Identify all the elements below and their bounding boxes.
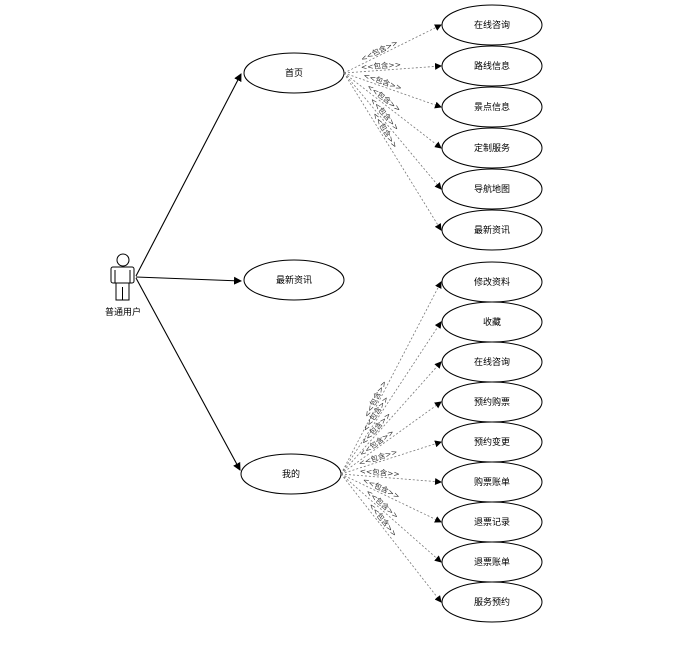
home-include-group: <<包含>>在线咨询<<包含>>路线信息<<包含>>景点信息<<包含>>定制服务… xyxy=(343,4,543,251)
actor-label: 普通用户 xyxy=(105,306,141,318)
home-include-edge xyxy=(343,72,442,149)
mine-use-case-label: 修改资料 xyxy=(474,276,510,288)
use-case-mine-label: 我的 xyxy=(282,468,300,480)
mine-include-label: <<包含>> xyxy=(359,465,400,478)
mine-use-case-label: 服务预约 xyxy=(474,596,510,608)
mine-include-edge xyxy=(340,473,442,603)
mine-include-edge xyxy=(340,440,442,475)
mine-use-case-shape xyxy=(441,581,543,623)
home-include-edge xyxy=(343,72,442,190)
mine-use-case-label: 在线咨询 xyxy=(474,356,510,368)
mine-use-case-label: 退票账单 xyxy=(474,556,510,568)
home-use-case-shape xyxy=(441,4,543,46)
use-case-home: 首页 xyxy=(243,52,345,94)
home-use-case-label: 定制服务 xyxy=(474,142,510,154)
home-include-label: <<包含>> xyxy=(361,59,402,72)
mine-include-group: <<包含>>修改资料<<包含>>收藏<<包含>>在线咨询<<包含>>预约购票<<… xyxy=(340,261,543,623)
use-case-mine: 我的 xyxy=(240,453,342,495)
use-case-news-shape xyxy=(243,259,345,301)
associations xyxy=(135,73,242,471)
home-use-case-shape xyxy=(441,45,543,87)
home-use-case-shape xyxy=(441,86,543,128)
home-use-case-shape xyxy=(441,209,543,251)
association-news xyxy=(135,276,242,285)
mine-use-case-label: 购票账单 xyxy=(474,476,510,488)
actor-user xyxy=(110,253,135,301)
home-use-case-label: 最新资讯 xyxy=(474,224,510,236)
home-include-edge xyxy=(343,72,442,231)
mine-include-edge xyxy=(340,361,442,475)
home-use-case-label: 景点信息 xyxy=(474,101,510,113)
home-use-case-label: 路线信息 xyxy=(474,60,510,72)
use-case-news: 最新资讯 xyxy=(243,259,345,301)
mine-include-edge xyxy=(340,473,442,523)
use-case-news-label: 最新资讯 xyxy=(276,274,312,286)
home-use-case-label: 在线咨询 xyxy=(474,19,510,31)
actor-head xyxy=(116,253,130,267)
home-include-edge xyxy=(343,62,442,74)
mine-use-case-label: 预约购票 xyxy=(474,396,510,408)
association-home xyxy=(135,73,242,277)
home-use-case-shape xyxy=(441,127,543,169)
mine-include-edge xyxy=(340,281,442,475)
home-use-case-label: 导航地图 xyxy=(474,183,510,195)
association-mine xyxy=(135,277,241,471)
actor-body xyxy=(110,266,135,284)
mine-use-case-label: 退票记录 xyxy=(474,517,510,528)
mine-use-case-label: 预约变更 xyxy=(474,436,510,448)
mine-include-edge xyxy=(340,473,442,486)
home-include-edge xyxy=(343,72,442,109)
use-case-home-label: 首页 xyxy=(285,67,303,79)
mine-use-case-label: 收藏 xyxy=(483,316,501,328)
mine-include-edge xyxy=(340,401,442,475)
home-use-case-shape xyxy=(441,168,543,210)
